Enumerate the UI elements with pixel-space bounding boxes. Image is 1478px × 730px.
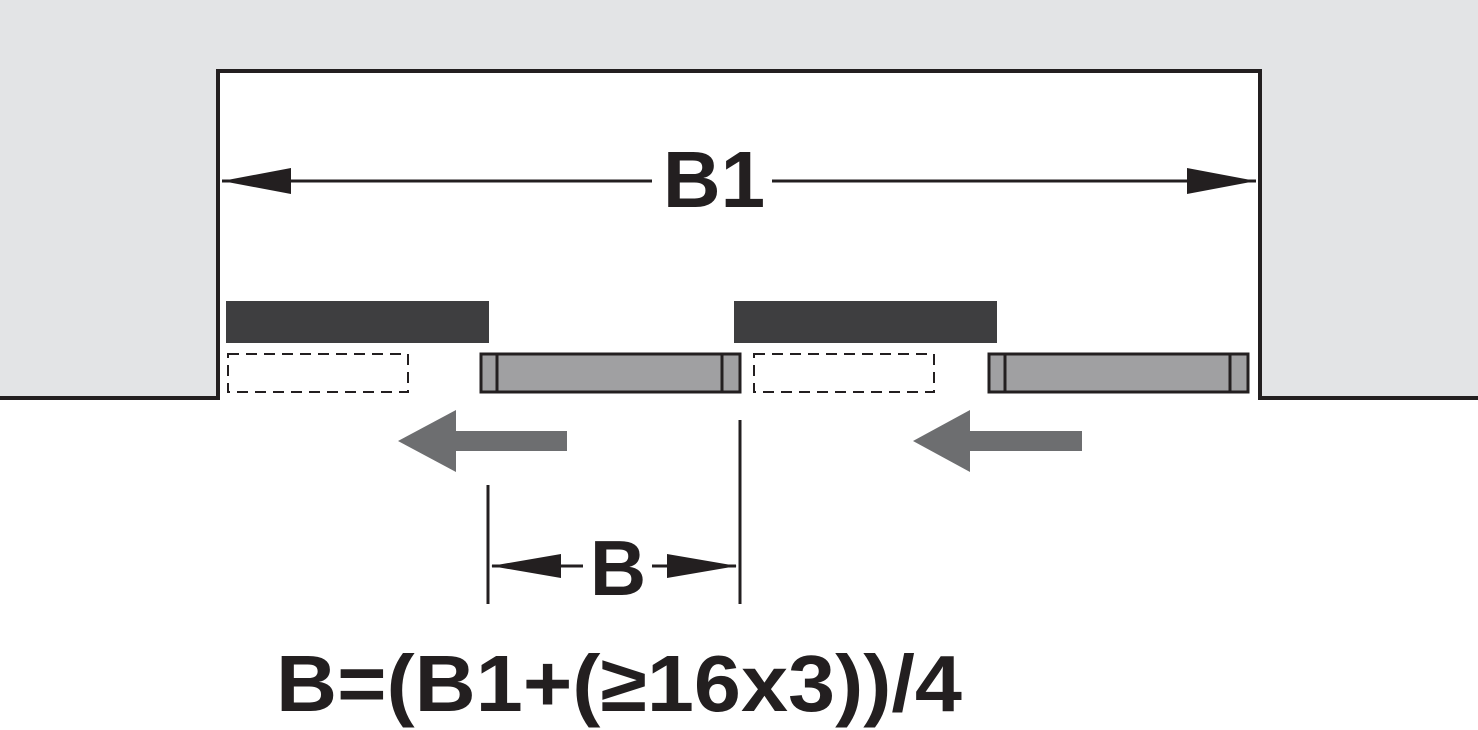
sliding-panel-right — [987, 352, 1250, 394]
sliding-panel-right-body — [987, 352, 1250, 394]
arrow-left-icon — [398, 410, 567, 472]
b-arrowhead-left — [491, 554, 561, 578]
b1-arrowhead-left — [222, 168, 291, 194]
b1-arrowhead-right — [1187, 168, 1256, 194]
arrow-left-icon — [913, 410, 1082, 472]
opening-outline — [0, 69, 1478, 400]
motion-arrow-left-head — [398, 410, 456, 472]
motion-arrow-left-shaft — [452, 431, 567, 451]
b1-label: B1 — [663, 135, 765, 224]
b-label: B — [590, 524, 646, 612]
motion-arrow-right-head — [913, 410, 970, 472]
open-position-outline-left — [227, 353, 409, 393]
b-arrowhead-right — [667, 554, 737, 578]
fixed-panel-left — [226, 301, 489, 343]
open-position-outline-right — [753, 353, 935, 393]
formula-text: B=(B1+(≥16x3))/4 — [276, 639, 963, 728]
sliding-panel-left — [479, 352, 742, 394]
motion-arrow-right-shaft — [966, 431, 1082, 451]
sliding-panel-left-body — [479, 352, 742, 394]
b-dimension: B — [486, 420, 742, 612]
fixed-panel-right — [734, 301, 997, 343]
b1-dimension: B1 — [222, 135, 1256, 224]
opening-area — [0, 71, 1478, 730]
